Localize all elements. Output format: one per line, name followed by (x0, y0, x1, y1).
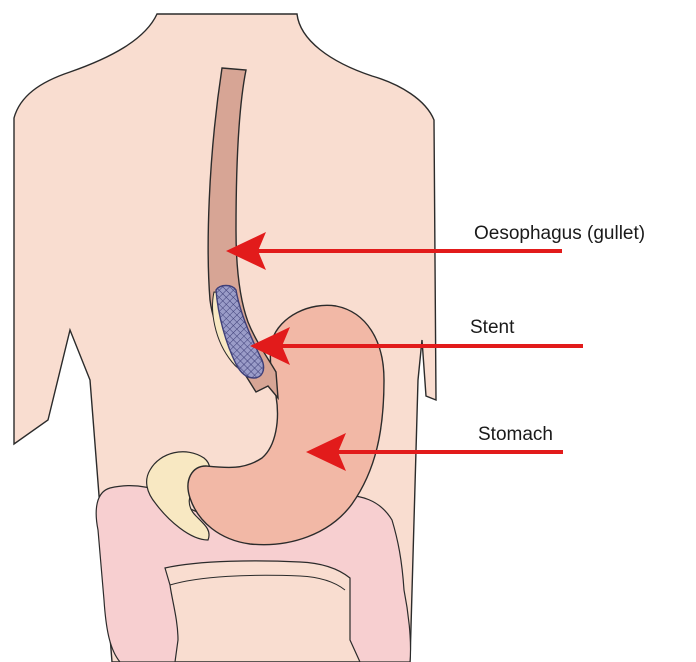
stent-label: Stent (470, 318, 514, 337)
oesophagus-label: Oesophagus (gullet) (474, 224, 645, 243)
stomach-label: Stomach (478, 425, 553, 444)
